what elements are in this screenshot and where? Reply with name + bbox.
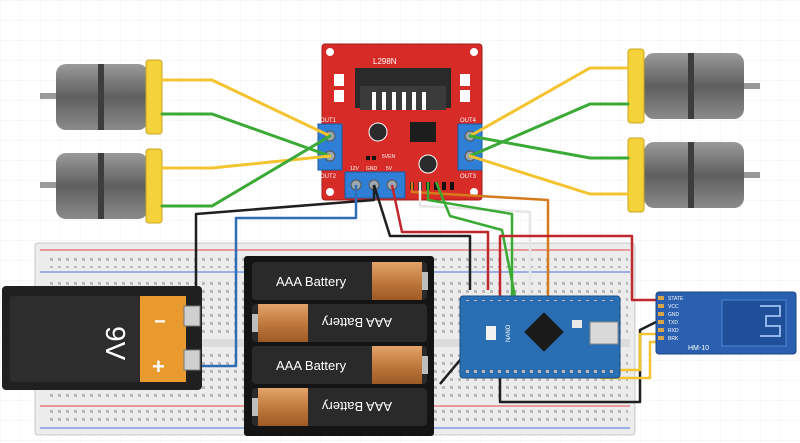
aaa-cell-4 [252, 388, 427, 426]
bt-pin-rxd: RXD [668, 328, 679, 334]
aaa-cell-2 [252, 304, 427, 342]
bt-pin-txd: TXD [668, 320, 678, 326]
l298n-driver: L298N OUT1 OUT2 OUT4 OUT3 5VEN 12V GND 5… [317, 43, 483, 201]
nano-label: NANO [506, 324, 512, 342]
bt-pin-state: STATE [668, 296, 684, 302]
out1-label: OUT1 [320, 118, 337, 124]
arduino-nano: NANO [459, 295, 621, 379]
hm10-bluetooth: STATE VCC GND TXD RXD BRK HM-10 [655, 291, 797, 355]
out2-label: OUT2 [320, 174, 337, 180]
aaa-label-4: AAA Battery [321, 399, 392, 414]
motor-bottom-left [40, 148, 163, 224]
battery-9v-minus: − [154, 311, 166, 333]
gnd-label: GND [366, 166, 378, 172]
sven-label: 5VEN [382, 154, 395, 160]
v12-label: 12V [350, 166, 360, 172]
motor-top-right [627, 48, 760, 124]
bt-pin-vcc: VCC [668, 304, 679, 310]
aaa-label-1: AAA Battery [276, 274, 347, 289]
bt-label: HM-10 [688, 345, 709, 352]
battery-9v-plus: + [152, 354, 165, 379]
bt-pin-brk: BRK [668, 336, 679, 342]
motor-bottom-right [627, 137, 760, 213]
out3-label: OUT3 [460, 174, 477, 180]
aaa-cell-3 [252, 346, 428, 384]
aaa-label-3: AAA Battery [276, 358, 347, 373]
aaa-label-2: AAA Battery [321, 315, 392, 330]
out4-label: OUT4 [460, 118, 477, 124]
battery-9v: 9V − + [2, 286, 202, 390]
driver-label: L298N [373, 57, 397, 66]
aaa-cell-1 [252, 262, 428, 300]
v5-label: 5V [386, 166, 393, 172]
motor-top-left [40, 59, 163, 135]
bt-pin-gnd: GND [668, 312, 680, 318]
battery-9v-label: 9V [100, 326, 131, 361]
motor-wires [160, 66, 630, 208]
aaa-battery-pack: AAA Battery AAA Battery AAA Battery AAA … [244, 256, 434, 436]
